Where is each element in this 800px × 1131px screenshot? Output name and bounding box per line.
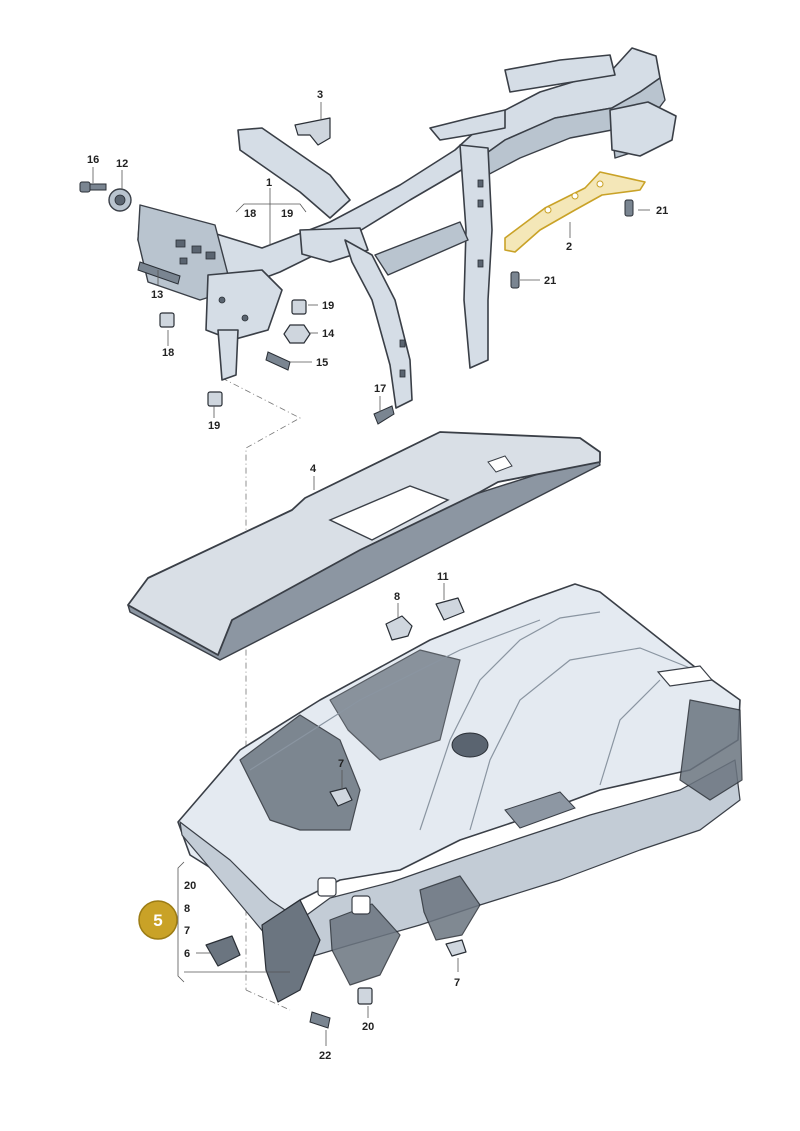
label-group5-6: 6 [184, 948, 190, 960]
label-19-right: 19 [322, 300, 334, 312]
insulation-pad [127, 431, 601, 661]
cross-member [137, 47, 677, 409]
label-20: 20 [362, 1021, 374, 1033]
label-15: 15 [316, 357, 328, 369]
label-4: 4 [310, 463, 317, 475]
label-group5-20: 20 [184, 880, 196, 892]
dash-panel [177, 583, 743, 1003]
label-1-19: 19 [281, 208, 293, 220]
label-11: 11 [437, 571, 449, 583]
highlighted-bracket [504, 171, 646, 253]
label-14: 14 [322, 328, 335, 340]
group-badge: 5 [138, 900, 178, 940]
label-3: 3 [317, 89, 323, 101]
hardware-upper [79, 117, 634, 425]
label-19-lower: 19 [208, 420, 220, 432]
alignment-lines [221, 377, 301, 1011]
label-17: 17 [374, 383, 386, 395]
label-21-right: 21 [656, 205, 668, 217]
label-group5-7: 7 [184, 925, 190, 937]
label-1: 1 [266, 177, 272, 189]
label-2: 2 [566, 241, 572, 253]
badge-label: 5 [153, 911, 162, 930]
label-8: 8 [394, 591, 400, 603]
label-group5-8: 8 [184, 903, 190, 915]
label-16: 16 [87, 154, 99, 166]
label-18: 18 [162, 347, 174, 359]
badge-circle [138, 900, 178, 940]
part-labels: 3 16 12 1 18 19 13 18 19 14 15 19 17 2 2… [87, 89, 668, 1062]
label-7-upper: 7 [338, 758, 344, 770]
label-1-18: 18 [244, 208, 256, 220]
hardware-lower [205, 597, 467, 1029]
label-7-lower: 7 [454, 977, 460, 989]
label-22: 22 [319, 1050, 331, 1062]
label-13: 13 [151, 289, 163, 301]
label-12: 12 [116, 158, 128, 170]
label-21-left: 21 [544, 275, 556, 287]
leader-lines [92, 102, 650, 1046]
